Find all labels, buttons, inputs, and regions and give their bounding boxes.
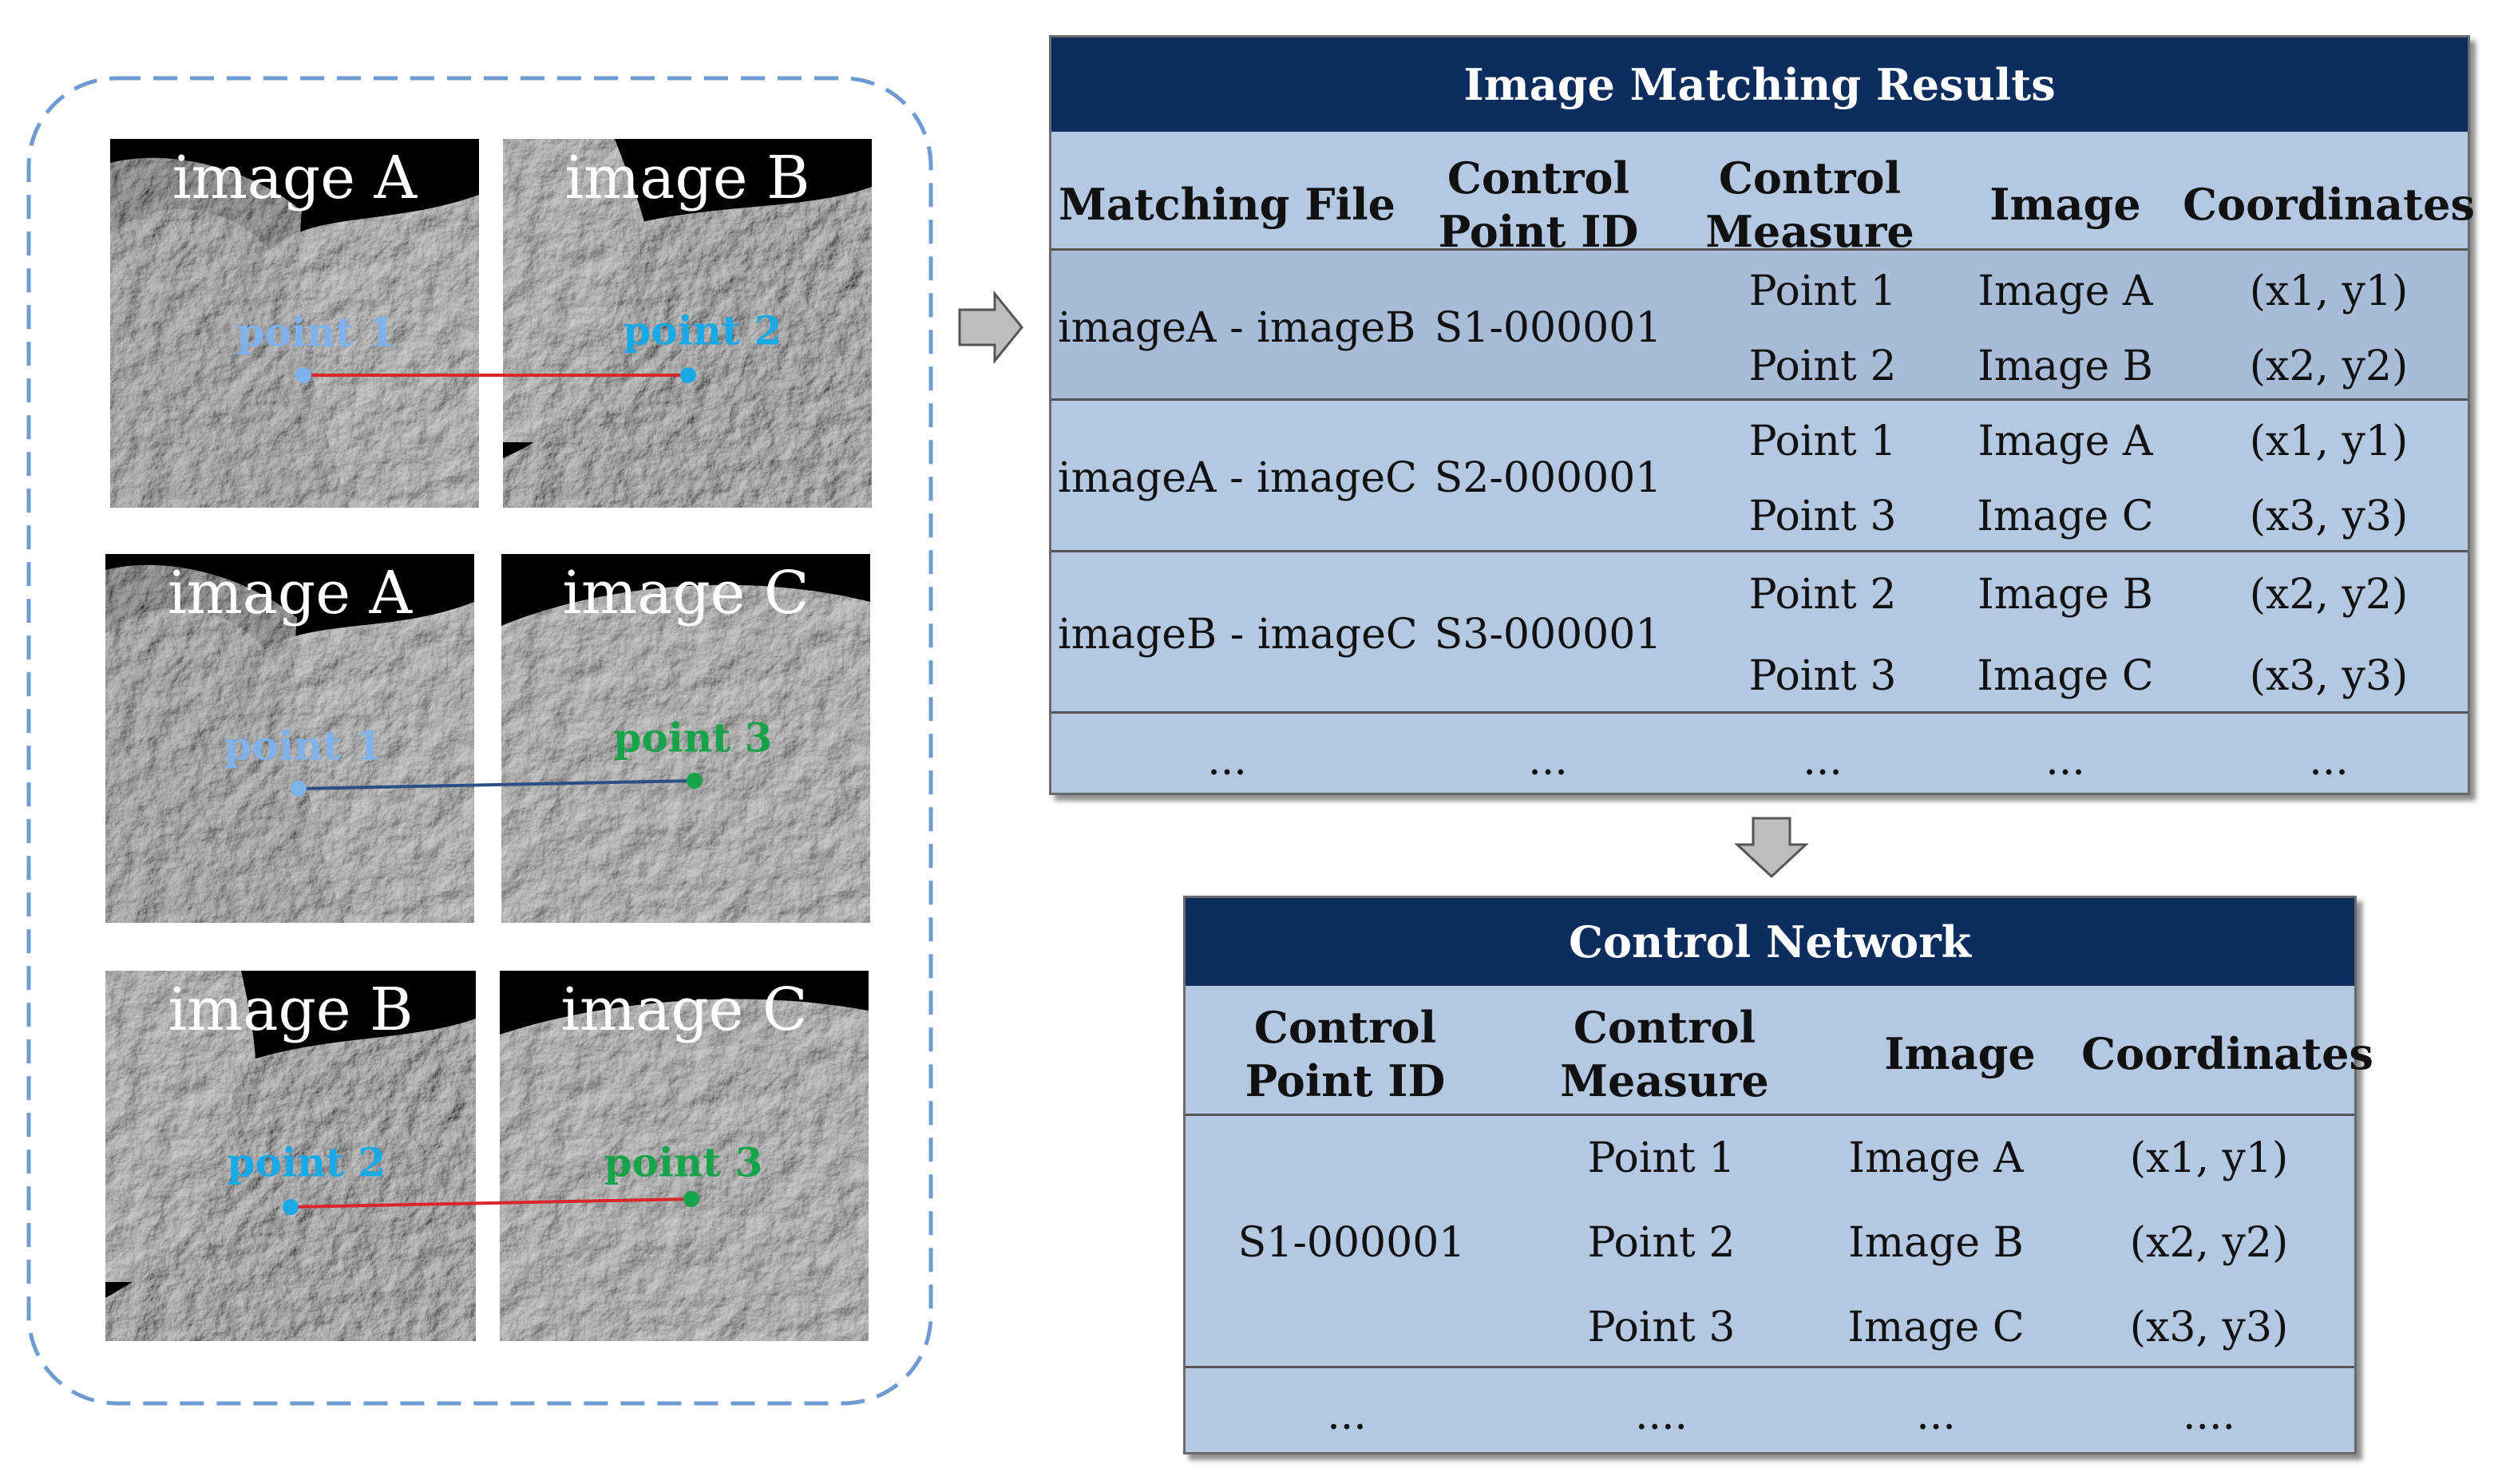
control-network-title: Control Network [1186,898,2354,986]
image-cell: Image B [1848,1219,2024,1267]
ellipsis-cell: ... [2045,737,2085,785]
panel-label: image A [167,559,413,627]
image-panel-1b: image B [503,139,872,508]
header-control-measure: Control Measure [1560,1001,1769,1107]
matching-results-title: Image Matching Results [1051,38,2468,132]
ellipsis-cell: .... [1634,1391,1688,1439]
panel-label: image B [564,144,810,212]
image-panel-2b: image C [501,554,870,923]
point-label-1a: point 1 [236,308,396,356]
image-panel-2a: image A [105,554,474,923]
image-cell: Image B [1977,571,2153,619]
image-cell: Image B [1977,342,2153,390]
row-divider [1051,398,2468,401]
point-label-2b: point 3 [613,714,773,762]
header-coordinates: Coordinates [2081,1028,2373,1080]
header-coordinates: Coordinates [2183,179,2475,231]
point-label-3a: point 2 [227,1138,386,1186]
control-point-id-cell: S1-000001 [1237,1219,1466,1267]
coordinates-cell: (x2, y2) [2129,1219,2289,1267]
control-measure-cell: Point 3 [1748,652,1897,700]
control-measure-cell: Point 2 [1748,342,1897,390]
control-measure-cell: Point 1 [1748,417,1897,465]
coordinates-cell: (x3, y3) [2249,652,2409,700]
image-cell: Image C [1977,493,2154,540]
header-image: Image [1884,1028,2036,1080]
row-divider [1051,248,2468,251]
control-point-id-cell: S2-000001 [1434,454,1662,502]
ellipsis-cell: ... [2309,737,2349,785]
image-panel-3a: image B [105,971,476,1341]
ellipsis-cell: ... [1803,737,1843,785]
control-measure-cell: Point 1 [1748,267,1897,315]
row-divider [1051,711,2468,714]
row-divider [1051,550,2468,552]
ellipsis-cell: ... [1327,1391,1367,1439]
ellipsis-cell: ... [1207,737,1247,785]
dashed-container [26,76,933,1406]
control-network-table: Control Network Control Point ID Control… [1183,896,2373,1454]
image-panel-1a: image A [110,139,479,508]
matching-file-cell: imageA - imageC [1058,454,1417,502]
image-panel-3b: image C [500,971,869,1341]
image-cell: Image A [1977,417,2153,465]
ellipsis-cell: ... [1916,1391,1956,1439]
ellipsis-cell: ... [1528,737,1568,785]
coordinates-cell: (x3, y3) [2129,1304,2289,1351]
matching-results-table: Image Matching Results Matching File Con… [1049,35,2475,795]
control-measure-cell: Point 1 [1587,1134,1736,1182]
control-measure-cell: Point 2 [1587,1219,1736,1267]
image-cell: Image C [1847,1304,2025,1351]
coordinates-cell: (x1, y1) [2249,267,2409,315]
panel-label: image C [562,559,810,627]
point-label-2a: point 1 [224,722,383,770]
control-measure-cell: Point 3 [1587,1304,1736,1351]
control-point-id-cell: S3-000001 [1434,611,1662,659]
control-measure-cell: Point 3 [1748,493,1897,540]
coordinates-cell: (x1, y1) [2249,417,2409,465]
control-measure-cell: Point 2 [1748,571,1897,619]
header-image: Image [1989,179,2141,231]
panel-label: image A [172,144,418,212]
point-label-3b: point 3 [604,1138,763,1186]
control-point-id-cell: S1-000001 [1434,304,1662,352]
header-matching-file: Matching File [1059,179,1395,231]
image-cell: Image A [1848,1134,2024,1182]
matching-file-cell: imageB - imageC [1058,611,1418,659]
matching-file-cell: imageA - imageB [1058,304,1416,352]
coordinates-cell: (x3, y3) [2249,493,2409,540]
panel-label: image C [560,975,808,1044]
coordinates-cell: (x1, y1) [2129,1134,2289,1182]
ellipsis-cell: .... [2182,1391,2236,1439]
row-highlight [1051,250,2468,400]
panel-label: image B [168,975,414,1044]
coordinates-cell: (x2, y2) [2249,342,2409,390]
row-divider [1186,1114,2354,1116]
arrow-down-icon [1734,817,1809,879]
row-divider [1186,1366,2354,1368]
arrow-right-icon [958,290,1023,365]
image-cell: Image C [1977,652,2154,700]
coordinates-cell: (x2, y2) [2249,571,2409,619]
image-cell: Image A [1977,267,2153,315]
point-label-1b: point 2 [623,307,782,354]
header-control-point-id: Control Point ID [1245,1001,1446,1107]
